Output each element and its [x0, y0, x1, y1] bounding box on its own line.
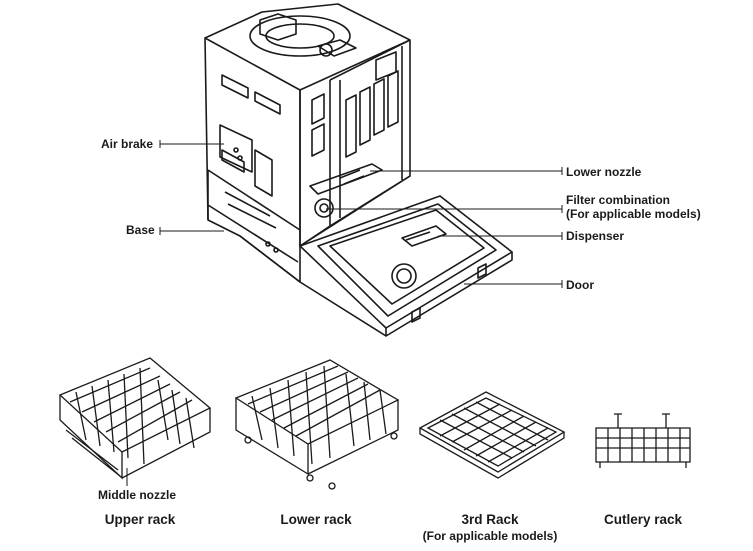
label-filter-combination-note: (For applicable models)	[566, 207, 701, 221]
caption-third-rack: 3rd Rack	[461, 512, 519, 527]
caption-third-rack-note: (For applicable models)	[422, 529, 558, 543]
lower-rack-drawing	[234, 359, 400, 490]
label-middle-nozzle: Middle nozzle	[98, 488, 176, 502]
label-dispenser: Dispenser	[566, 229, 625, 243]
leader-filter	[326, 205, 563, 213]
leader-base	[159, 227, 224, 235]
label-air-brake: Air brake	[101, 137, 154, 151]
cutlery-basket-drawing	[595, 413, 691, 468]
label-lower-nozzle: Lower nozzle	[566, 165, 642, 179]
leader-dispenser	[438, 232, 563, 240]
caption-lower-rack: Lower rack	[280, 512, 352, 527]
upper-rack-drawing	[58, 357, 212, 480]
leader-lower-nozzle	[370, 167, 563, 175]
leader-air-brake	[159, 140, 224, 148]
caption-cutlery-rack: Cutlery rack	[603, 512, 683, 527]
label-filter-combination: Filter combination	[566, 193, 671, 207]
label-door: Door	[566, 278, 594, 292]
caption-upper-rack: Upper rack	[104, 512, 176, 527]
label-base: Base	[126, 223, 155, 237]
third-rack-drawing	[418, 391, 566, 479]
leader-door	[464, 280, 563, 288]
